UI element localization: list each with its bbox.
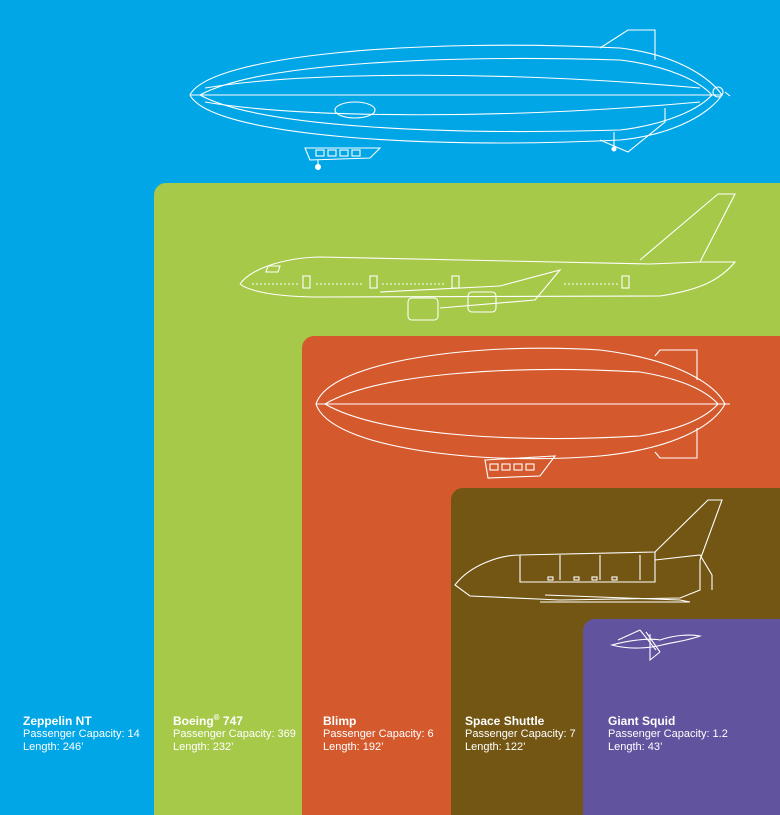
shuttle-label: Space Shuttle Passenger Capacity: 7 Leng…: [465, 714, 576, 754]
boeing-length: Length: 232’: [173, 741, 234, 753]
blimp-label: Blimp Passenger Capacity: 6 Length: 192’: [323, 714, 434, 754]
shuttle-length: Length: 122’: [465, 741, 526, 753]
boeing-label: Boeing® 747 Passenger Capacity: 369 Leng…: [173, 714, 296, 754]
squid-capacity: Passenger Capacity: 1.2: [608, 728, 728, 740]
registered-mark: ®: [213, 713, 220, 722]
squid-panel: [583, 619, 780, 815]
boeing-name-main: Boeing: [173, 714, 214, 728]
squid-name: Giant Squid: [608, 714, 676, 728]
boeing-capacity: Passenger Capacity: 369: [173, 728, 296, 740]
squid-label: Giant Squid Passenger Capacity: 1.2 Leng…: [608, 714, 728, 754]
space-shuttle-icon: [454, 499, 723, 603]
squid-icon: [609, 629, 702, 662]
zeppelin-icon: [189, 29, 731, 171]
zeppelin-name: Zeppelin NT: [23, 714, 92, 728]
squid-length: Length: 43’: [608, 741, 663, 753]
shuttle-capacity: Passenger Capacity: 7: [465, 728, 576, 740]
blimp-length: Length: 192’: [323, 741, 384, 753]
blimp-capacity: Passenger Capacity: 6: [323, 728, 434, 740]
zeppelin-capacity: Passenger Capacity: 14: [23, 728, 140, 740]
blimp-name: Blimp: [323, 714, 357, 728]
zeppelin-label: Zeppelin NT Passenger Capacity: 14 Lengt…: [23, 714, 140, 754]
shuttle-name: Space Shuttle: [465, 714, 545, 728]
zeppelin-length: Length: 246’: [23, 741, 84, 753]
airplane-icon: [239, 193, 737, 321]
boeing-name-model: 747: [219, 714, 243, 728]
blimp-icon: [315, 347, 730, 479]
boeing-name: Boeing® 747: [173, 713, 296, 729]
